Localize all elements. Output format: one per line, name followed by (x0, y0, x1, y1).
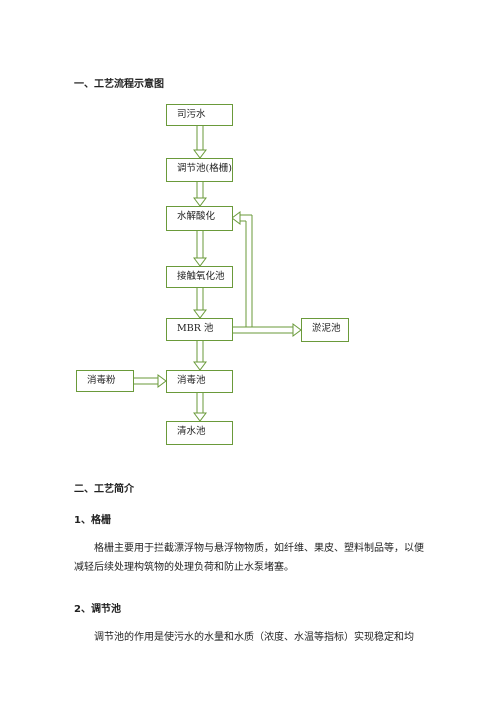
node-clear-water-tank: 清水池 (166, 421, 233, 445)
node-sewage: 司污水 (166, 104, 233, 126)
arrow-mbr-to-disinfection (193, 341, 207, 371)
arrow-recycle-to-hydrolysis (231, 211, 253, 327)
section-heading-process-intro: 二、工艺简介 (74, 484, 134, 495)
node-regulating-tank: 调节池(格栅) (166, 158, 233, 182)
node-contact-oxidation: 接触氧化池 (166, 266, 233, 288)
section-heading-flowchart: 一、工艺流程示意图 (74, 79, 164, 90)
paragraph-screen: 格栅主要用于拦截漂浮物与悬浮物物质，如纤维、果皮、塑料制品等，以便减轻后续处理构… (74, 543, 424, 573)
arrow-contact-to-mbr (193, 288, 207, 319)
arrow-sewage-to-regulating (193, 126, 207, 159)
node-disinfection-tank: 消毒池 (166, 370, 233, 393)
node-disinfectant-powder: 消毒粉 (76, 370, 134, 392)
node-sludge-tank: 淤泥池 (301, 318, 349, 342)
node-hydrolysis-acidification: 水解酸化 (166, 206, 233, 231)
item-heading-regulating-tank: 2、调节池 (74, 604, 121, 615)
paragraph-regulating-tank: 调节池的作用是使污水的水量和水质（浓度、水温等指标）实现稳定和均 (94, 632, 414, 643)
arrow-regulating-to-hydrolysis (193, 182, 207, 207)
node-mbr-tank: MBR 池 (166, 318, 233, 341)
arrow-mbr-to-sludge (233, 323, 302, 337)
arrow-disinfectant-to-disinfection (134, 374, 167, 388)
item-heading-screen: 1、格栅 (74, 515, 111, 526)
arrow-disinfection-to-clear (193, 393, 207, 422)
arrow-hydrolysis-to-contact (193, 231, 207, 267)
process-flow-arrows (134, 126, 302, 422)
